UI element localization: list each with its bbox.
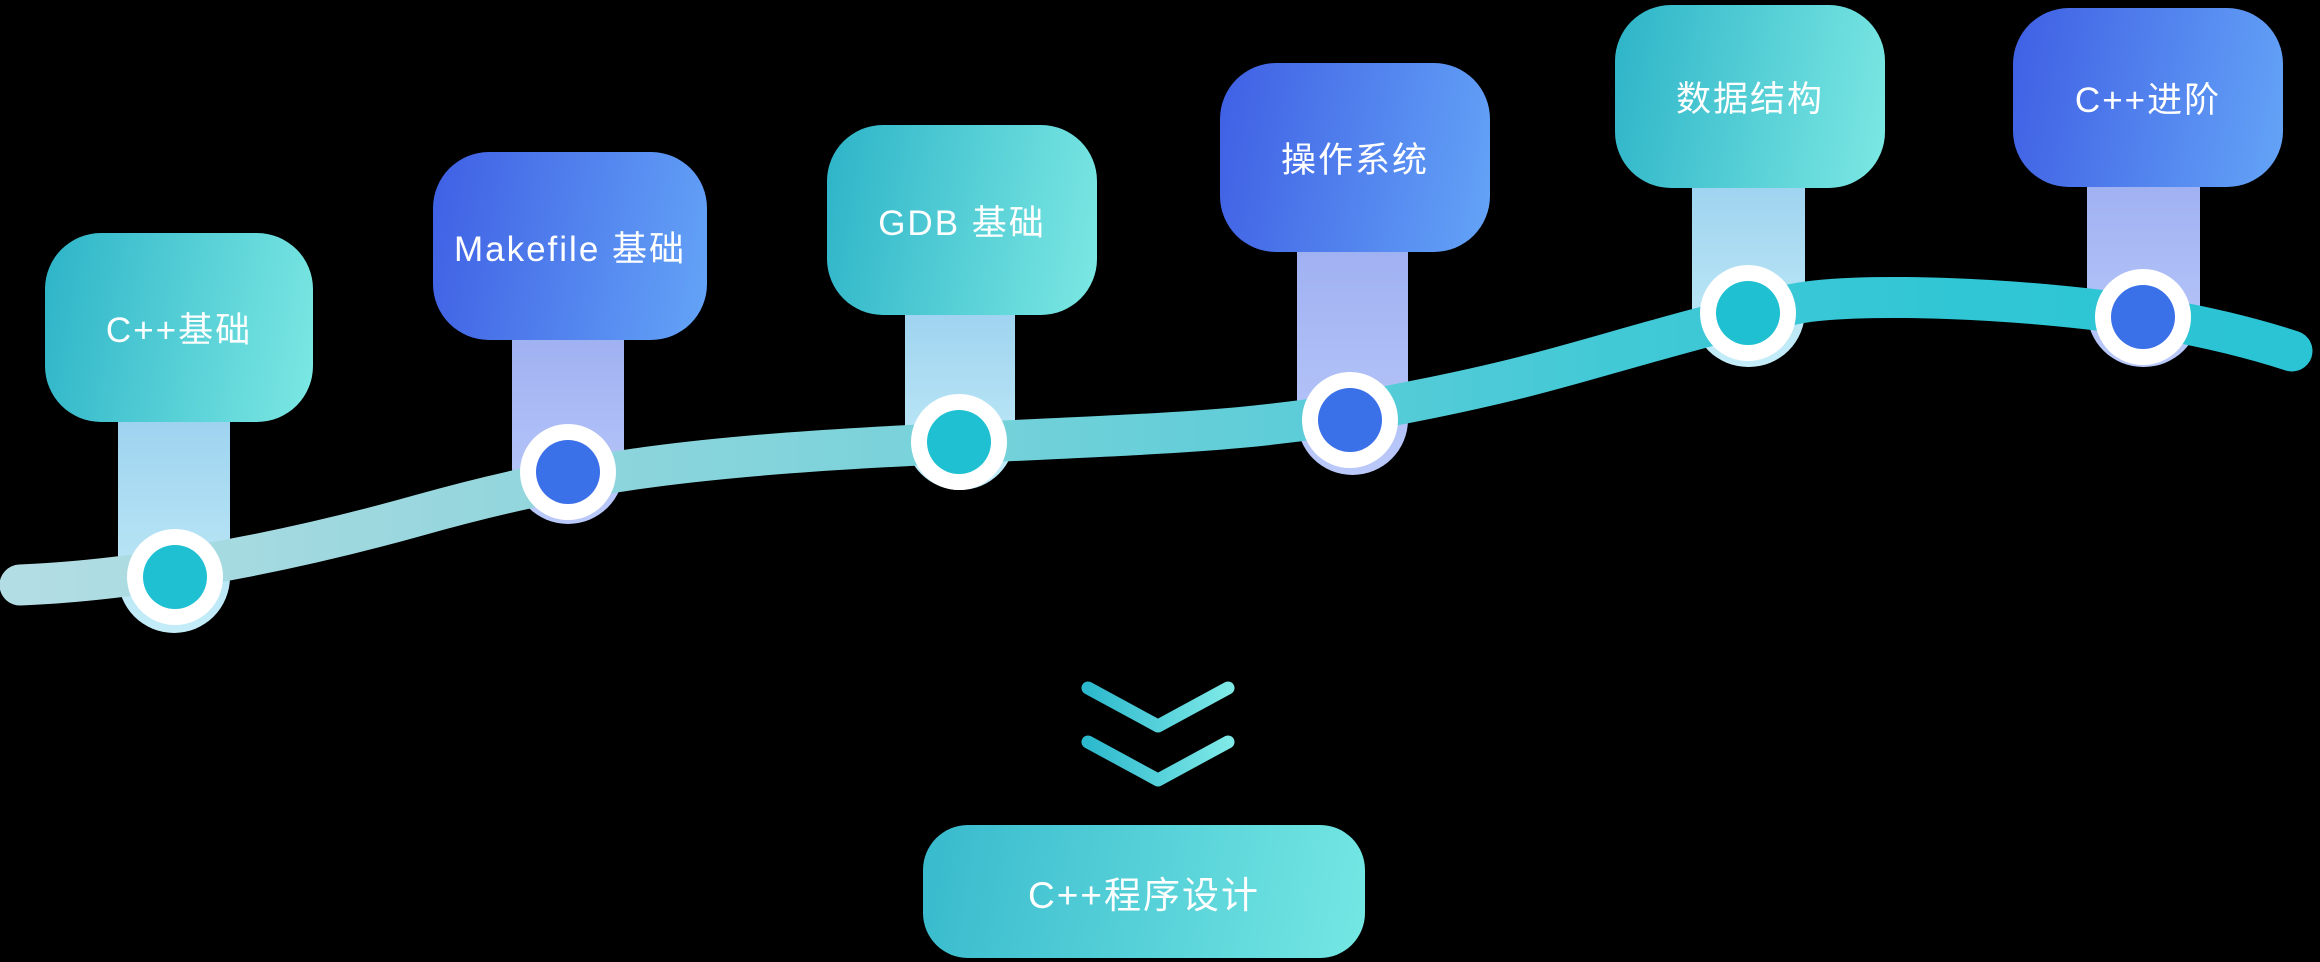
node-dot bbox=[536, 440, 600, 504]
milestone-label: Makefile 基础 bbox=[453, 229, 687, 269]
timeline-node bbox=[911, 394, 1007, 490]
milestone-box: GDB 基础 bbox=[827, 125, 1097, 315]
timeline-node bbox=[2095, 269, 2191, 365]
node-dot bbox=[2111, 285, 2175, 349]
node-dot bbox=[1318, 388, 1382, 452]
summary-box: C++程序设计 bbox=[923, 825, 1365, 958]
milestone-label: C++基础 bbox=[105, 311, 253, 350]
milestone-box: C++进阶 bbox=[2013, 8, 2283, 187]
node-dot bbox=[1716, 281, 1780, 345]
milestone-box: C++基础 bbox=[45, 233, 313, 422]
node-dot bbox=[143, 545, 207, 609]
milestone-label: 操作系统 bbox=[1280, 141, 1429, 180]
milestone-label: GDB 基础 bbox=[878, 203, 1046, 243]
timeline-node bbox=[520, 424, 616, 520]
timeline-curve bbox=[0, 276, 2313, 606]
chevron-down-icon bbox=[1081, 681, 1235, 733]
timeline-node bbox=[127, 529, 223, 625]
milestone-box: Makefile 基础 bbox=[433, 152, 707, 340]
milestone-label: 数据结构 bbox=[1675, 80, 1824, 119]
milestone-box: 数据结构 bbox=[1615, 5, 1885, 188]
summary-label: C++程序设计 bbox=[1028, 874, 1260, 916]
chevron-down-icon bbox=[1081, 735, 1235, 787]
timeline-node bbox=[1700, 265, 1796, 361]
node-dot bbox=[927, 410, 991, 474]
milestone-box: 操作系统 bbox=[1220, 63, 1490, 252]
timeline-node bbox=[1302, 372, 1398, 468]
milestone-label: C++进阶 bbox=[2074, 81, 2222, 120]
